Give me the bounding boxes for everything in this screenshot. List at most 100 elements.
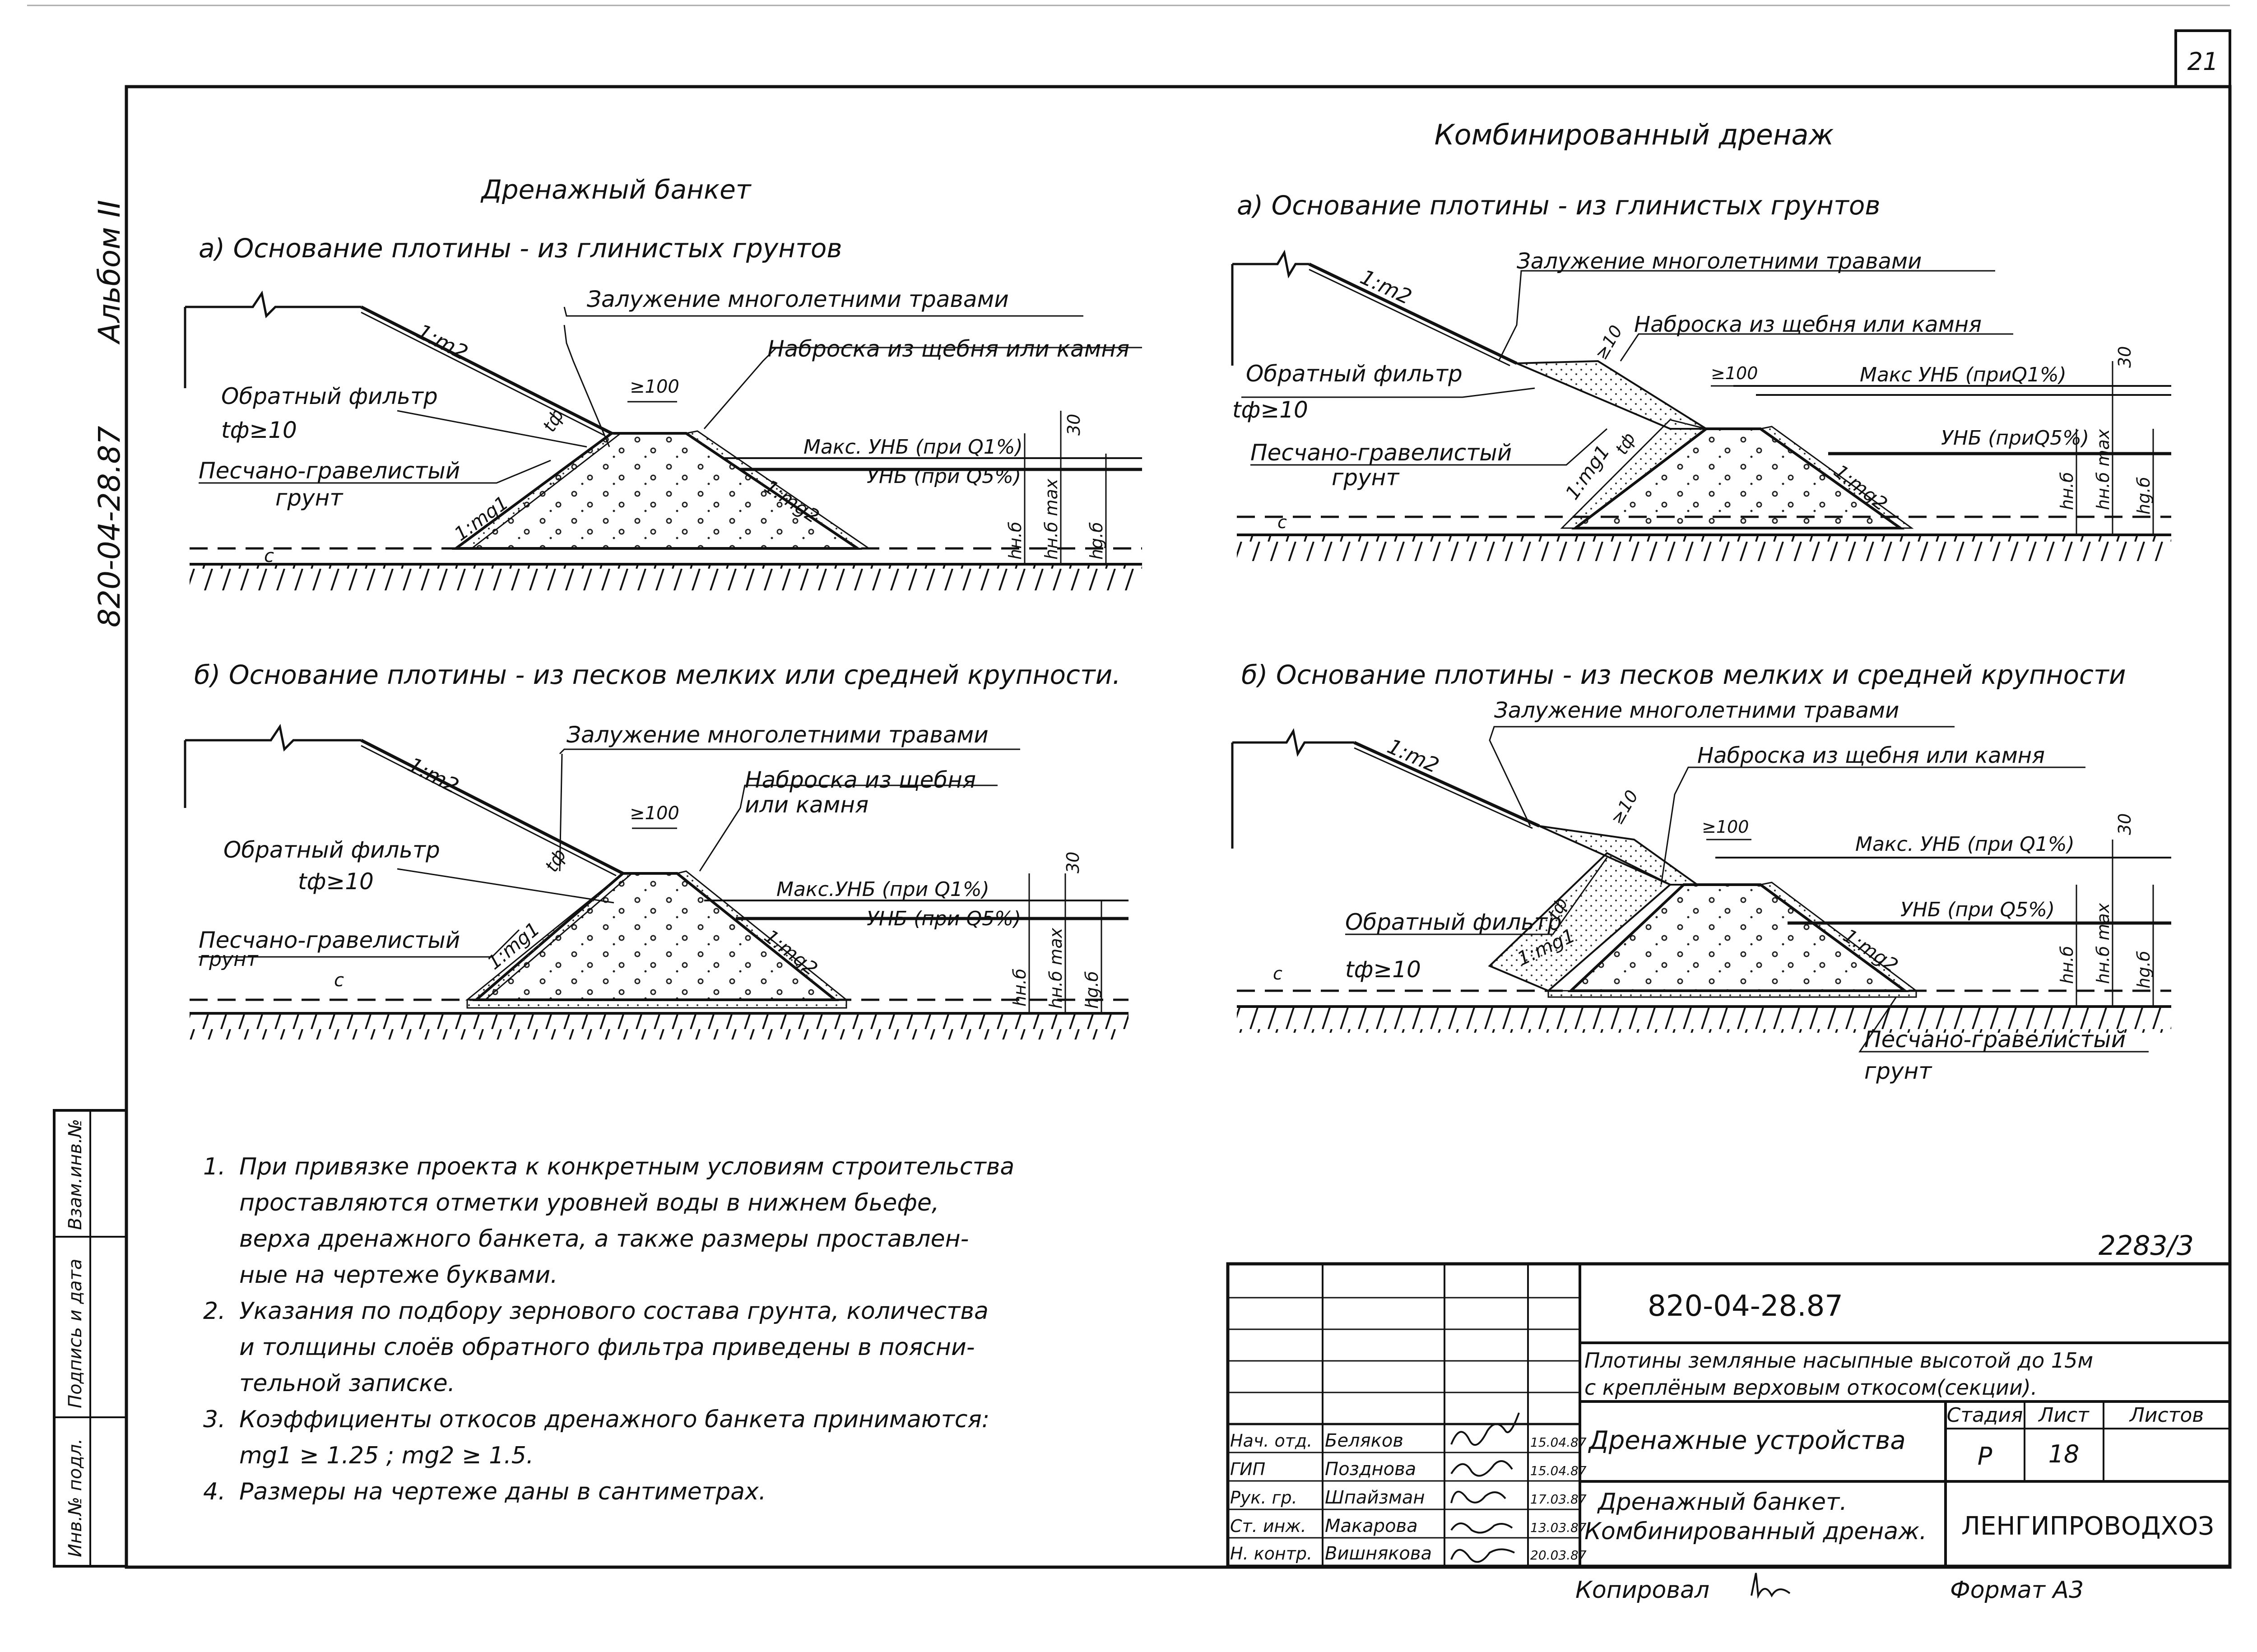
- upstream-slope: [360, 305, 613, 435]
- banquet-core: [451, 432, 862, 550]
- note-number: 3.: [203, 1406, 226, 1433]
- tb-col-stage: Стадия: [1947, 1404, 2023, 1427]
- note-item: 1.При привязке проекта к конкретным усло…: [203, 1149, 1219, 1185]
- side-stamp-inv: Инв.№ подл.: [65, 1439, 86, 1557]
- left-b-hnbmax: hн.б max: [1046, 928, 1066, 1009]
- right-b-max-level: Макс. УНБ (при Q1%): [1855, 833, 2075, 856]
- right-b-min-level: УНБ (при Q5%): [1900, 898, 2055, 921]
- left-a-turf: Залужение многолетними травами: [587, 286, 1009, 312]
- side-stamp-sign: Подпись и дата: [65, 1259, 86, 1408]
- format-label: Формат А3: [1950, 1577, 2084, 1604]
- inventory-number: 2283/3: [2099, 1230, 2194, 1262]
- note-number: 2.: [203, 1298, 226, 1325]
- sheet-number-box: [2174, 29, 2231, 88]
- right-b-turf: Залужение многолетними травами: [1494, 698, 1899, 723]
- right-a-c: c: [1277, 512, 1287, 532]
- signatures: [1450, 1412, 1520, 1563]
- tb-name-3: Макарова: [1325, 1516, 1418, 1536]
- section-right-a: а) Основание плотины - из глинистых грун…: [1231, 190, 2171, 561]
- tb-role-4: Н. контр.: [1230, 1544, 1312, 1564]
- right-b-filter: Обратный фильтр: [1345, 909, 1562, 935]
- tb-role-3: Ст. инж.: [1230, 1516, 1306, 1536]
- right-a-tf: tф: [1611, 429, 1639, 458]
- left-b-max-level: Макс.УНБ (при Q1%): [776, 878, 989, 901]
- note-line: проставляются отметки уровней воды в ниж…: [239, 1189, 939, 1216]
- left-a-hnb: hн.б: [1005, 522, 1025, 560]
- copied-by-label: Копировал: [1575, 1577, 1709, 1604]
- right-b-c: c: [1273, 964, 1282, 984]
- tb-date-0: 15.04.87: [1530, 1435, 1587, 1450]
- note-line: Указания по подбору зернового состава гр…: [239, 1298, 989, 1325]
- album-label: Альбом II: [92, 200, 127, 345]
- left-a-slope-up: 1:m2: [413, 319, 472, 365]
- section-left-a: а) Основание плотины - из глинистых грун…: [184, 233, 1142, 590]
- tb-sheet-title2: Комбинированный дренаж.: [1584, 1518, 1927, 1545]
- tb-title2: с креплёным верховым откосом(секции).: [1584, 1375, 2037, 1400]
- left-a-sand1: Песчано-гравелистый: [199, 458, 460, 484]
- notes-list: 1.При привязке проекта к конкретным усло…: [203, 1149, 1219, 1510]
- right-b-dim10: ≥10: [1607, 787, 1642, 828]
- combined-sand-base-b: [1547, 990, 1917, 998]
- right-a-dim10: ≥10: [1591, 322, 1626, 363]
- sand-base-b: [466, 999, 847, 1009]
- left-b-filter: Обратный фильтр: [223, 837, 440, 863]
- left-a-dim30: 30: [1064, 414, 1084, 436]
- tb-sheet-title1: Дренажный банкет.: [1597, 1489, 1847, 1516]
- tb-name-4: Вишнякова: [1325, 1543, 1432, 1564]
- section-right-b: б) Основание плотины - из песков мелких …: [1231, 659, 2171, 1084]
- filter-layer: [454, 432, 623, 549]
- right-b-sand2: грунт: [1864, 1058, 1932, 1084]
- left-a-hdb: hg.б: [1087, 522, 1106, 560]
- right-b-filter-thick: tф≥10: [1345, 956, 1421, 983]
- combined-riprap-b: [1539, 825, 1700, 886]
- right-b-hdb: hg.б: [2134, 951, 2154, 988]
- tb-role-1: ГИП: [1230, 1459, 1265, 1479]
- left-a-filter-thick: tф≥10: [221, 417, 297, 443]
- right-a-filter: Обратный фильтр: [1246, 361, 1463, 387]
- left-b-filter-thick: tф≥10: [298, 868, 374, 895]
- right-a-hdb: hg.б: [2134, 477, 2154, 515]
- left-a-filter: Обратный фильтр: [221, 383, 438, 409]
- tb-sheet-no: 18: [2048, 1440, 2080, 1468]
- left-b-sand2: грунт: [199, 948, 259, 971]
- left-b-min-level: УНБ (при Q5%): [867, 907, 1021, 930]
- tb-title1: Плотины земляные насыпные высотой до 15м: [1584, 1348, 2093, 1373]
- note-line: Коэффициенты откосов дренажного банкета …: [239, 1406, 990, 1433]
- right-a-sand1: Песчано-гравелистый: [1250, 440, 1512, 466]
- left-a-heading: а) Основание плотины - из глинистых грун…: [199, 233, 842, 264]
- left-a-riprap: Наброска из щебня или камня: [767, 336, 1129, 362]
- tb-name-1: Позднова: [1325, 1459, 1416, 1480]
- right-b-riprap: Наброска из щебня или камня: [1697, 743, 2045, 768]
- left-a-dim100: ≥100: [630, 376, 679, 397]
- tb-code: 820-04-28.87: [1648, 1290, 1843, 1323]
- note-line: Размеры на чертеже даны в сантиметрах.: [239, 1478, 766, 1505]
- left-b-hdb: hg.б: [1082, 971, 1102, 1009]
- note-line: ные на чертеже буквами.: [239, 1262, 558, 1289]
- tb-stage: Р: [1978, 1442, 1992, 1471]
- left-b-heading: б) Основание плотины - из песков мелких …: [194, 659, 1121, 690]
- left-b-c: c: [334, 970, 344, 991]
- left-a-min-level: УНБ (при Q5%): [867, 465, 1021, 488]
- combined-riprap-a: [1516, 360, 1709, 430]
- left-b-riprap2: или камня: [745, 792, 868, 818]
- copied-by-signature: [1751, 1573, 1791, 1599]
- tb-role-0: Нач. отд.: [1230, 1431, 1312, 1451]
- tb-col-sheets: Листов: [2129, 1404, 2204, 1427]
- note-line: mg1 ≥ 1.25 ; mg2 ≥ 1.5.: [239, 1442, 534, 1469]
- left-b-riprap1: Наброска из щебня: [745, 767, 976, 793]
- combined-riprap-a2: [1759, 426, 1914, 529]
- tb-role-2: Рук. гр.: [1230, 1488, 1297, 1508]
- tb-name-2: Шпайзман: [1325, 1487, 1425, 1508]
- left-b-hnb: hн.б: [1010, 969, 1030, 1007]
- note-item: 4.Размеры на чертеже даны в сантиметрах.: [203, 1474, 1219, 1510]
- right-b-hnbmax: hн.б max: [2093, 903, 2113, 984]
- right-b-heading: б) Основание плотины - из песков мелких …: [1241, 659, 2126, 690]
- left-b-slope-up: 1:m2: [404, 752, 463, 798]
- left-a-hnbmax: hн.б max: [1041, 478, 1061, 560]
- outer-frame: [125, 85, 2232, 1569]
- left-b-sand1: Песчано-гравелистый: [199, 927, 460, 953]
- right-a-riprap: Наброска из щебня или камня: [1634, 312, 1982, 337]
- right-a-dim30: 30: [2115, 346, 2135, 368]
- tb-date-4: 20.03.87: [1530, 1548, 1587, 1563]
